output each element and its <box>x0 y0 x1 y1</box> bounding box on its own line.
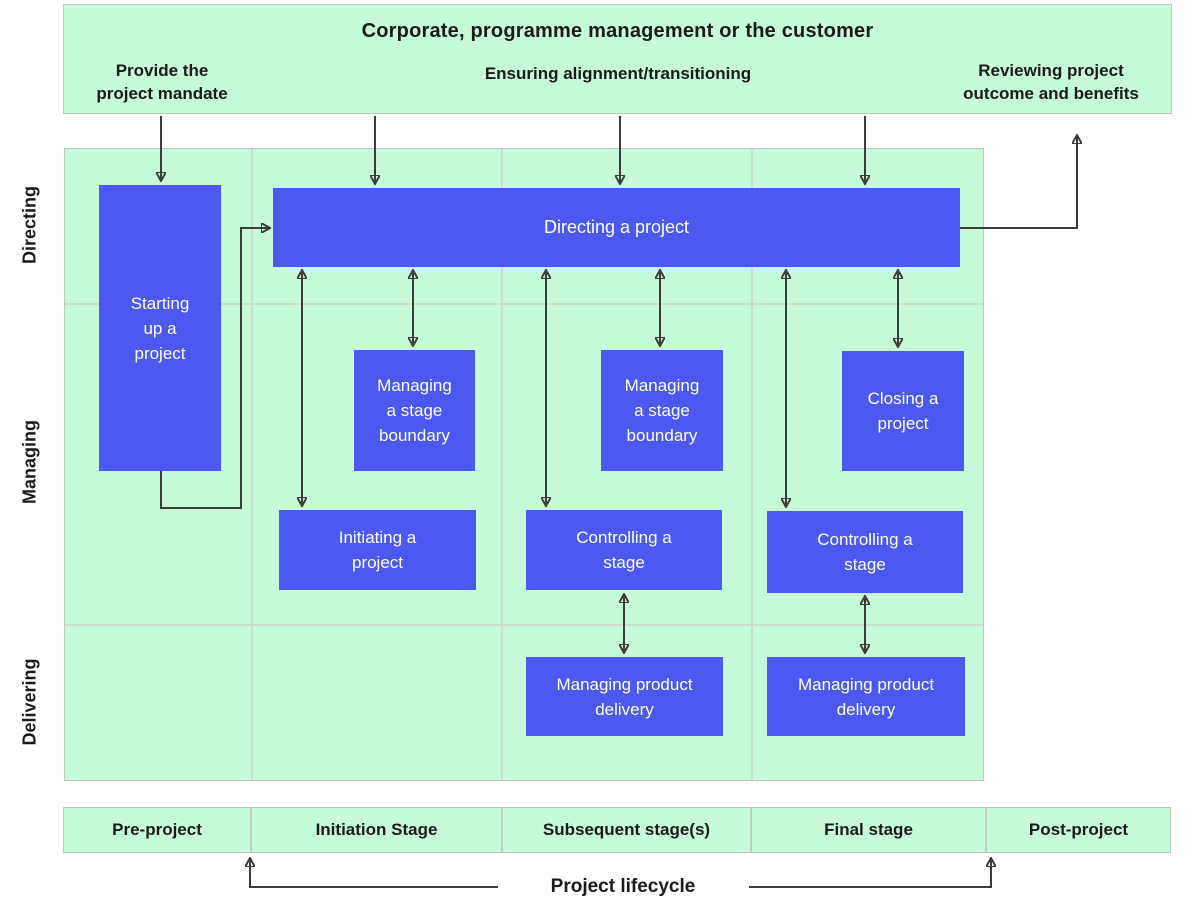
box-controlling-a-stage-2: Controlling a stage <box>767 511 963 593</box>
row-label-delivering: Delivering <box>19 658 40 746</box>
box-initiating-a-project: Initiating a project <box>279 510 476 590</box>
corporate-banner: Corporate, programme management or the c… <box>63 4 1172 114</box>
stage-cell-pre-project: Pre-project <box>112 820 202 839</box>
stage-cell-subsequent-stages: Subsequent stage(s) <box>501 808 750 852</box>
box-managing-product-delivery-2: Managing product delivery <box>767 657 965 736</box>
stage-cell-final-stage: Final stage <box>750 808 985 852</box>
grid-column-divider <box>251 149 253 780</box>
box-label: Managing a stage boundary <box>624 376 700 445</box>
stage-cell-post-project: Post-project <box>985 808 1170 852</box>
grid-column-divider <box>501 149 503 780</box>
banner-label-ensuring-alignment: Ensuring alignment/transitioning <box>484 64 752 83</box>
grid-row-divider <box>65 624 983 626</box>
box-starting-up-a-project: Starting up a project <box>99 185 221 471</box>
grid-row-divider <box>65 303 983 305</box>
stage-cell-initiation-stage: Initiation Stage <box>250 808 501 852</box>
grid-column-divider <box>751 149 753 780</box>
box-label: Managing a stage boundary <box>377 376 452 445</box>
box-label: Directing a project <box>543 217 690 237</box>
box-closing-a-project: Closing a project <box>842 351 964 471</box>
stage-bar: Pre-project Initiation Stage Subsequent … <box>63 807 1171 853</box>
row-label-directing: Directing <box>19 185 40 265</box>
arrow-lifecycle-start <box>250 859 498 888</box>
arrow-lifecycle-end <box>749 859 991 888</box>
box-managing-product-delivery-1: Managing product delivery <box>526 657 723 736</box>
box-label: Controlling a stage <box>576 528 672 572</box>
row-label-managing: Managing <box>19 420 40 504</box>
box-directing-a-project: Directing a project <box>273 188 960 267</box>
banner-label-reviewing-outcome: Reviewing project outcome and benefits <box>963 61 1139 103</box>
banner-label-provide-mandate: Provide the project mandate <box>96 61 228 103</box>
box-managing-stage-boundary-1: Managing a stage boundary <box>354 350 475 471</box>
box-label: Managing product delivery <box>556 674 693 719</box>
box-managing-stage-boundary-2: Managing a stage boundary <box>601 350 723 471</box>
box-label: Managing product delivery <box>797 674 935 719</box>
box-label: Initiating a project <box>338 528 417 572</box>
box-controlling-a-stage-1: Controlling a stage <box>526 510 722 590</box>
box-label: Starting up a project <box>130 293 190 363</box>
box-label: Closing a project <box>867 389 939 433</box>
banner-title: Corporate, programme management or the c… <box>361 20 874 42</box>
project-lifecycle-label: Project lifecycle <box>550 876 696 897</box>
box-label: Controlling a stage <box>817 530 913 574</box>
